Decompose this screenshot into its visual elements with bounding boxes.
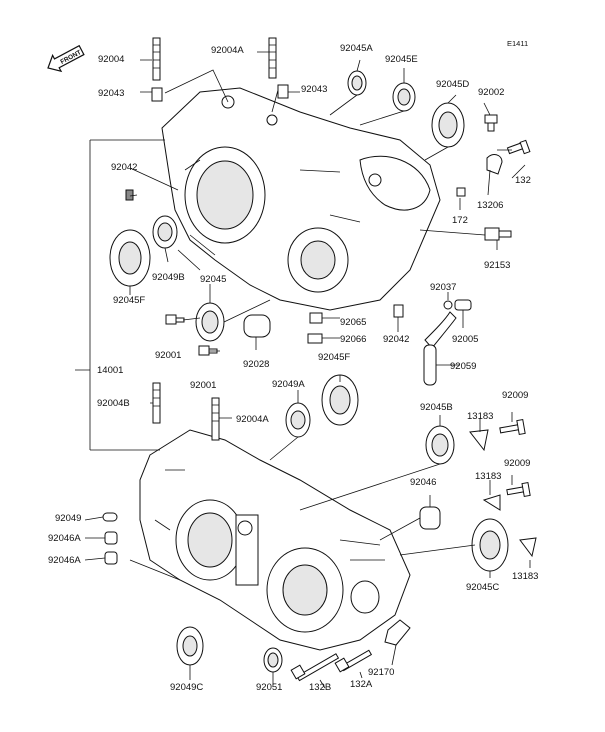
label-13206: 13206 [477, 200, 503, 211]
bearing-92046 [419, 506, 441, 530]
bearing-92045e [392, 82, 416, 112]
plug-172 [456, 187, 466, 197]
label-92045f-mid: 92045F [318, 352, 350, 363]
label-92049a: 92049A [272, 379, 305, 390]
label-92004-top: 92004 [98, 54, 124, 65]
label-92045a: 92045A [340, 43, 373, 54]
label-92043-left: 92043 [98, 88, 124, 99]
label-92066: 92066 [340, 334, 366, 345]
bolt-132a [334, 649, 373, 673]
collar-92046a-2 [104, 551, 118, 565]
label-92042-left: 92042 [111, 162, 137, 173]
bolt-92009-b [506, 481, 531, 497]
label-92002: 92002 [478, 87, 504, 98]
dowel-92042-left [125, 189, 134, 201]
label-92049b: 92049B [152, 272, 185, 283]
oil-seal-92049a [285, 402, 311, 438]
bearing-92045f-left [109, 229, 151, 287]
oil-seal-92045a [347, 70, 367, 96]
diagram-code: E1411 [507, 39, 528, 48]
oil-seal-92049b [152, 215, 178, 249]
label-92153: 92153 [484, 260, 510, 271]
bolt-92009-a [499, 419, 526, 435]
sleeve-92028 [243, 314, 271, 338]
plate-13183-a [469, 429, 489, 452]
stud-92004 [152, 37, 161, 81]
lower-crankcase-half [139, 429, 411, 651]
label-132b: 132B [309, 682, 331, 693]
dowel-92043-mid [277, 84, 289, 99]
label-92004a-top: 92004A [211, 45, 244, 56]
label-92065: 92065 [340, 317, 366, 328]
label-92046: 92046 [410, 477, 436, 488]
bearing-92045b [425, 425, 455, 465]
label-92049c: 92049C [170, 682, 203, 693]
label-13183-b: 13183 [475, 471, 501, 482]
bolt-92001-b [198, 345, 218, 356]
oil-seal-92049c [176, 626, 204, 666]
part-labels: 92004 92043 92004A 92043 92045A 92045E 9… [48, 43, 538, 693]
leader-lines [75, 51, 531, 689]
label-92045d: 92045D [436, 79, 469, 90]
label-92046a-2: 92046A [48, 555, 81, 566]
fitting-92037 [443, 300, 453, 310]
dowel-92042-mid [393, 304, 404, 318]
label-92045e: 92045E [385, 54, 418, 65]
stud-92004b [152, 382, 161, 424]
label-92042-mid: 92042 [383, 334, 409, 345]
bearing-92045c [471, 518, 509, 572]
bolt-132b [290, 653, 340, 682]
label-92001-a: 92001 [155, 350, 181, 361]
plate-13183-b [482, 494, 501, 511]
label-92005: 92005 [452, 334, 478, 345]
label-92037: 92037 [430, 282, 456, 293]
label-92045b: 92045B [420, 402, 453, 413]
hose-elbow [424, 311, 457, 349]
label-14001: 14001 [97, 365, 123, 376]
label-172: 172 [452, 215, 468, 226]
bracket-92170 [384, 619, 411, 646]
label-92004a-low: 92004A [236, 414, 269, 425]
screw-92002 [484, 114, 498, 132]
label-92001-b: 92001 [190, 380, 216, 391]
label-92043-mid: 92043 [301, 84, 327, 95]
bearing-92045 [195, 302, 225, 342]
washer-92066 [307, 333, 323, 344]
label-92028: 92028 [243, 359, 269, 370]
label-92046a-1: 92046A [48, 533, 81, 544]
label-132-right: 132 [515, 175, 531, 186]
label-13183-c: 13183 [512, 571, 538, 582]
label-13183-a: 13183 [467, 411, 493, 422]
bracket-13206 [486, 154, 503, 175]
label-92170: 92170 [368, 667, 394, 678]
label-92009-a: 92009 [502, 390, 528, 401]
dowel-92043-left [151, 87, 163, 102]
stud-92004a-low [211, 397, 220, 441]
label-92004b: 92004B [97, 398, 130, 409]
front-arrow-icon: FRONT [47, 44, 85, 73]
bolt-132 [506, 139, 531, 155]
label-132a: 132A [350, 679, 373, 690]
bearing-92045d [431, 102, 465, 148]
plug-92065 [309, 312, 323, 324]
bolt-92001-a [165, 314, 185, 325]
seal-92051 [263, 647, 283, 673]
collar-92046a-1 [104, 531, 118, 545]
label-92009-b: 92009 [504, 458, 530, 469]
label-92049: 92049 [55, 513, 81, 524]
fitting-92153 [484, 227, 512, 241]
label-92045f-left: 92045F [113, 295, 145, 306]
bearing-92045f-mid [321, 374, 359, 426]
seal-92049 [102, 512, 118, 522]
upper-crankcase-half [161, 87, 441, 311]
fitting-92005 [454, 299, 472, 311]
hose-92059 [423, 344, 437, 386]
plate-13183-c [519, 537, 537, 558]
stud-92004a-top [268, 37, 277, 79]
label-92051: 92051 [256, 682, 282, 693]
label-92045c: 92045C [466, 582, 499, 593]
label-92045: 92045 [200, 274, 226, 285]
label-92059: 92059 [450, 361, 476, 372]
